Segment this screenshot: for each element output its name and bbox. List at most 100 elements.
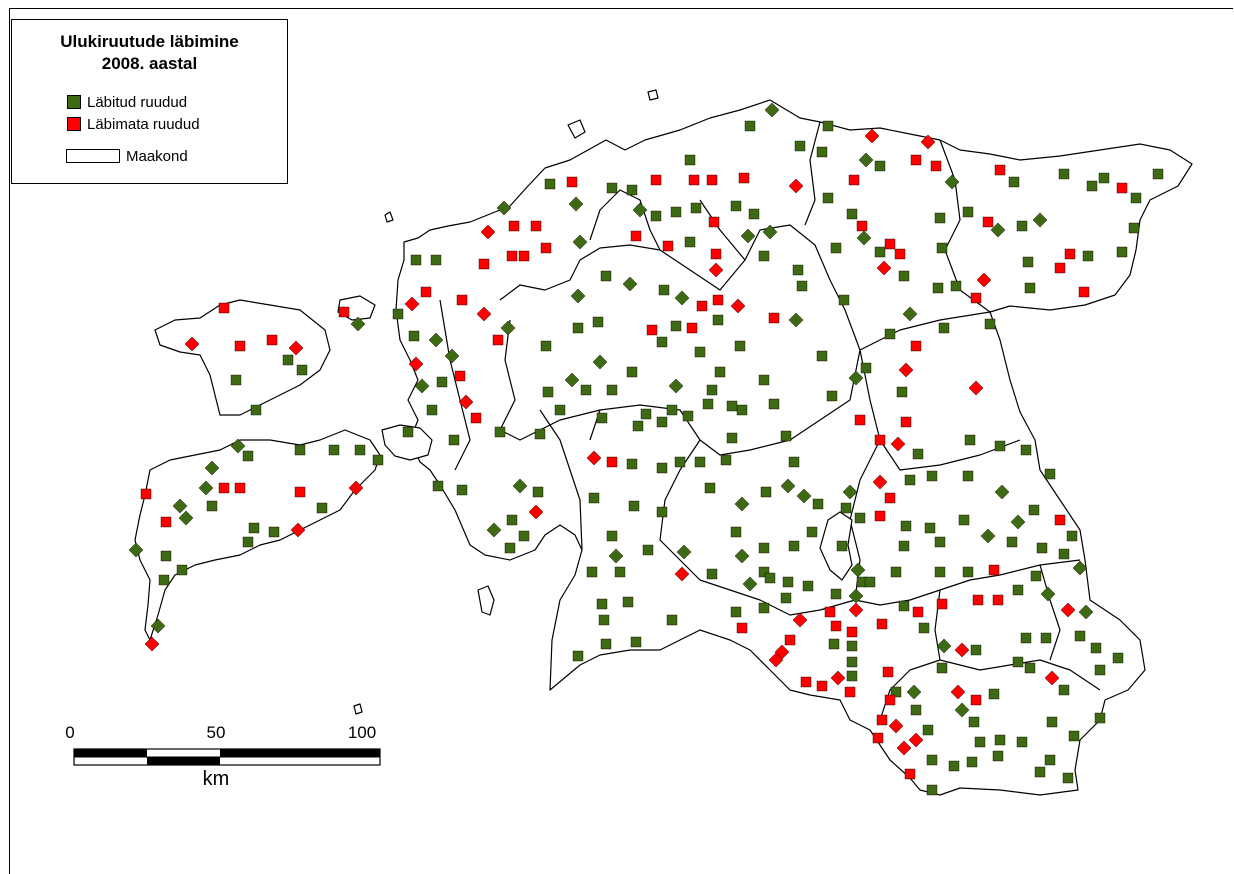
passed-square-marker — [828, 638, 840, 650]
passed-square-marker — [628, 500, 640, 512]
passed-square-marker — [372, 454, 384, 466]
islet — [353, 703, 363, 715]
passed-square-marker — [758, 566, 770, 578]
unpassed-square-marker — [874, 434, 886, 446]
legend-label: Maakond — [126, 147, 188, 165]
passed-square-marker — [328, 444, 340, 456]
passed-square-marker — [826, 390, 838, 402]
passed-square-marker — [540, 340, 552, 352]
scale-segment — [147, 757, 220, 765]
passed-square-marker — [794, 140, 806, 152]
passed-square-marker — [670, 206, 682, 218]
passed-square-marker — [1040, 632, 1052, 644]
unpassed-square-marker — [738, 172, 750, 184]
passed-square-marker — [736, 404, 748, 416]
unpassed-square-marker — [1054, 262, 1066, 274]
passed-square-marker — [1046, 716, 1058, 728]
passed-square-marker — [962, 566, 974, 578]
passed-square-marker — [296, 364, 308, 376]
passed-square-marker — [1032, 212, 1048, 228]
passed-square-marker — [988, 688, 1000, 700]
passed-square-marker — [656, 416, 668, 428]
passed-square-marker — [1094, 664, 1106, 676]
unpassed-square-marker — [454, 370, 466, 382]
passed-square-marker — [206, 500, 218, 512]
unpassed-square-marker — [884, 694, 896, 706]
passed-square-marker — [666, 404, 678, 416]
passed-square-marker — [1006, 536, 1018, 548]
passed-square-marker — [676, 544, 692, 560]
unpassed-square-marker — [876, 260, 892, 276]
survey-squares — [128, 102, 1164, 796]
passed-square-marker — [980, 528, 996, 544]
unpassed-square-marker — [478, 258, 490, 270]
passed-square-marker — [632, 420, 644, 432]
islet — [384, 211, 394, 223]
passed-square-marker — [962, 206, 974, 218]
unpassed-square-marker — [674, 566, 690, 582]
passed-square-marker — [780, 592, 792, 604]
passed-square-marker — [1010, 514, 1026, 530]
passed-square-marker — [1044, 468, 1056, 480]
passed-square-marker — [806, 526, 818, 538]
passed-square-marker — [968, 716, 980, 728]
passed-square-marker — [906, 684, 922, 700]
passed-square-marker — [1028, 504, 1040, 516]
passed-square-marker — [720, 454, 732, 466]
mainland-outline — [395, 99, 1193, 796]
passed-square-marker — [902, 306, 918, 322]
passed-square-marker — [626, 366, 638, 378]
passed-square-marker — [408, 330, 420, 342]
unpassed-square-marker — [650, 174, 662, 186]
passed-square-marker — [568, 196, 584, 212]
passed-square-marker — [230, 374, 242, 386]
scale-segment — [220, 749, 380, 757]
passed-square-marker — [758, 250, 770, 262]
passed-square-marker — [788, 456, 800, 468]
passed-square-marker — [910, 704, 922, 716]
passed-square-marker — [690, 202, 702, 214]
unpassed-square-marker — [936, 598, 948, 610]
scale-unit: km — [202, 768, 230, 790]
island-muhu — [381, 424, 433, 461]
passed-square-marker — [842, 484, 858, 500]
unpassed-square-marker — [976, 272, 992, 288]
passed-square-marker — [712, 314, 724, 326]
passed-square-marker — [630, 636, 642, 648]
passed-square-marker — [1062, 772, 1074, 784]
swatch-passed — [67, 95, 81, 109]
unpassed-square-marker — [518, 250, 530, 262]
passed-square-marker — [760, 486, 772, 498]
passed-square-marker — [250, 404, 262, 416]
unpassed-square-marker — [404, 296, 420, 312]
passed-square-marker — [1066, 530, 1078, 542]
legend-subtitle: 2008. aastal — [101, 54, 198, 73]
passed-square-marker — [950, 280, 962, 292]
passed-square-marker — [1008, 176, 1020, 188]
passed-square-marker — [354, 444, 366, 456]
scale-segment — [74, 749, 147, 757]
passed-square-marker — [898, 600, 910, 612]
unpassed-square-marker — [848, 174, 860, 186]
passed-square-marker — [588, 492, 600, 504]
passed-square-marker — [890, 686, 902, 698]
unpassed-square-marker — [294, 486, 306, 498]
passed-square-marker — [608, 548, 624, 564]
passed-square-marker — [1086, 180, 1098, 192]
passed-square-marker — [788, 312, 804, 328]
passed-square-marker — [1020, 444, 1032, 456]
unpassed-square-marker — [992, 594, 1004, 606]
passed-square-marker — [496, 200, 512, 216]
unpassed-square-marker — [884, 238, 896, 250]
unpassed-square-marker — [904, 768, 916, 780]
passed-square-marker — [158, 574, 170, 586]
passed-square-marker — [792, 264, 804, 276]
passed-square-marker — [1058, 684, 1070, 696]
unpassed-square-marker — [606, 456, 618, 468]
unpassed-square-marker — [530, 220, 542, 232]
passed-square-marker — [1012, 656, 1024, 668]
unpassed-square-marker — [730, 298, 746, 314]
passed-square-marker — [592, 316, 604, 328]
lake-outline — [819, 511, 853, 581]
